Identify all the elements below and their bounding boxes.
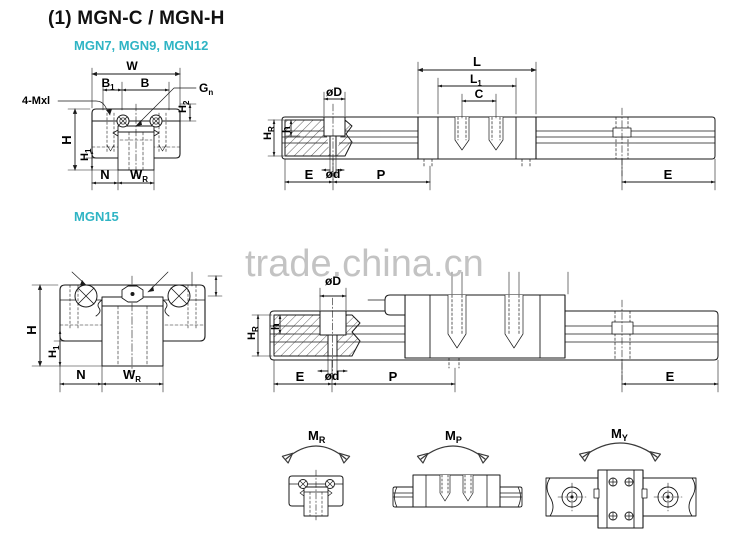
dim-label-e-right-15: E xyxy=(666,369,675,384)
dim-label-h1: H1 xyxy=(79,148,93,161)
moment-label-my: MY xyxy=(611,426,628,443)
dim-label-p: P xyxy=(377,167,386,182)
dim-label-b: B xyxy=(141,76,150,90)
dim-label-l1: L1 xyxy=(470,72,482,88)
moment-label-mr: MR xyxy=(308,428,326,445)
dim-label-four-mxl: 4-Mxl xyxy=(22,95,50,107)
dim-label-hr: HR xyxy=(262,126,276,140)
moment-label-mp: MP xyxy=(445,428,462,445)
dim-label-h2: H2 xyxy=(177,100,191,113)
dim-label-phid-upper-15: øD xyxy=(325,274,341,288)
moment-diagram-my xyxy=(545,442,697,529)
dim-label-n: N xyxy=(100,167,109,182)
moment-diagram-mp xyxy=(392,445,523,508)
dim-label-h-small: h xyxy=(281,126,293,133)
dim-label-w: W xyxy=(126,59,138,73)
dim-label-n-15: N xyxy=(76,367,85,382)
dim-label-l: L xyxy=(473,54,481,69)
dim-label-e-left-15: E xyxy=(296,369,305,384)
dim-label-h-small-15: h xyxy=(270,323,282,330)
dim-label-phid-upper: øD xyxy=(326,85,342,99)
dim-label-wr: WR xyxy=(130,167,148,184)
dim-label-e-right: E xyxy=(664,167,673,182)
page-title: (1) MGN-C / MGN-H xyxy=(48,8,225,29)
dim-label-hr-15: HR xyxy=(246,326,260,340)
moment-diagram-mr xyxy=(281,445,351,521)
dim-label-gn: Gn xyxy=(199,81,213,97)
dim-label-b1: B1 xyxy=(101,76,115,92)
view-mgn15-front-section xyxy=(31,271,223,393)
dim-label-h-15: H xyxy=(24,325,39,334)
dim-label-phid-lower-15: ød xyxy=(325,369,340,383)
dim-label-e-left: E xyxy=(305,167,314,182)
view-mgn7-front-section xyxy=(57,67,197,191)
view-mgn15-side-section xyxy=(251,271,719,393)
section-label-mgn7-9-12: MGN7, MGN9, MGN12 xyxy=(74,38,209,53)
dim-label-h: H xyxy=(59,135,74,144)
dim-label-phid-lower: ød xyxy=(326,167,341,181)
dim-label-c: C xyxy=(475,87,484,101)
dim-label-wr-15: WR xyxy=(123,367,141,384)
view-mgn7-side-section xyxy=(267,61,716,191)
dim-label-h1-15: H1 xyxy=(47,345,61,358)
section-label-mgn15: MGN15 xyxy=(74,209,119,224)
dim-label-p-15: P xyxy=(389,369,398,384)
